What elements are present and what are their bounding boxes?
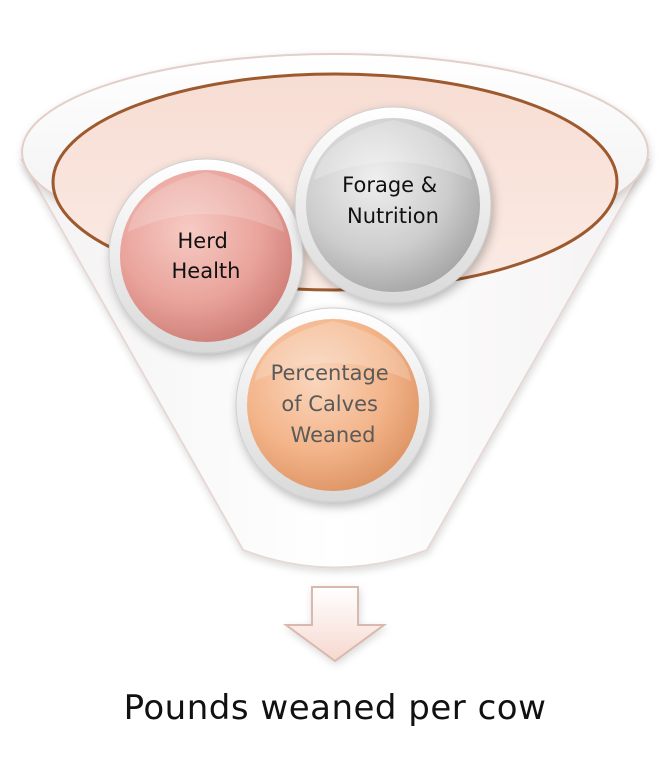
percentage-line-3: Weaned [291, 423, 376, 447]
herd-health-line-1: Herd [178, 229, 228, 253]
forage-nutrition-line-2: Nutrition [347, 204, 439, 228]
percentage-line-1: Percentage [271, 361, 389, 385]
herd-health-circle [108, 158, 304, 354]
down-arrow-icon [282, 586, 388, 663]
percentage-line-2: of Calves [281, 392, 378, 416]
result-caption: Pounds weaned per cow [123, 688, 547, 728]
forage-nutrition-label: Forage & Nutrition [342, 173, 444, 228]
forage-nutrition-line-1: Forage & [342, 173, 437, 197]
herd-health-line-2: Health [172, 259, 241, 283]
forage-nutrition-circle [294, 106, 492, 304]
herd-health-label: Herd Health [172, 229, 241, 283]
percentage-calves-weaned-label: Percentage of Calves Weaned [271, 361, 396, 447]
percentage-calves-weaned-circle [235, 307, 431, 503]
